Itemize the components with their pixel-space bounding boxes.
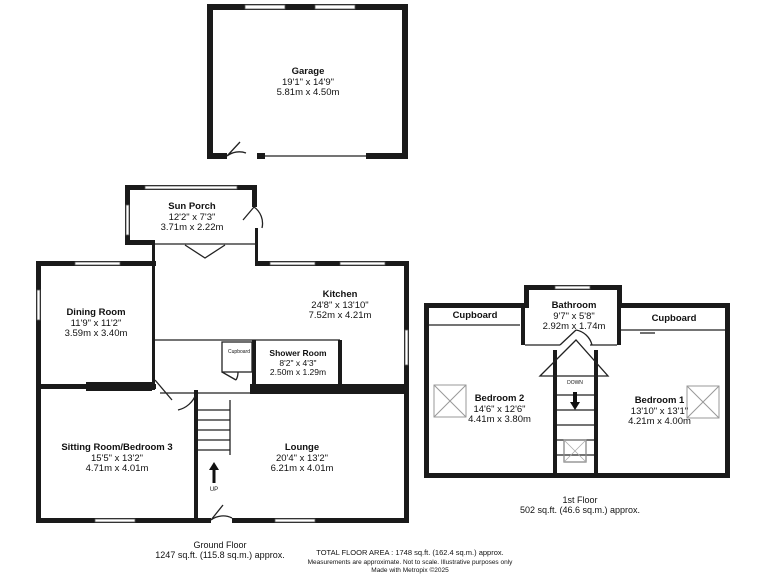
cupboard-ground-label: Cupboard [222,349,256,356]
room-metric: 6.21m x 4.01m [270,463,334,475]
room-imperial: 24'8" x 13'10" [311,299,369,311]
room-metric: 3.71m x 2.22m [160,222,224,234]
room-imperial: 15'5" x 13'2" [90,452,144,464]
disclaimer: Measurements are approximate. Not to sca… [307,559,513,567]
room-name: Shower Room [269,348,327,358]
footer: TOTAL FLOOR AREA : 1748 sq.ft. (162.4 sq… [290,548,530,574]
room-name: Sitting Room/Bedroom 3 [61,442,173,453]
stairs-down-text: DOWN [567,380,583,386]
room-metric: 2.50m x 1.29m [269,367,327,378]
stairs-ground [198,400,231,483]
sitting-room-label: Sitting Room/Bedroom 3 15'5" x 13'2" 4.7… [52,442,182,475]
room-name: Cupboard [452,310,498,321]
ground-floor-walls [36,185,409,523]
room-name: Bedroom 2 [474,393,525,404]
room-metric: 7.52m x 4.21m [308,310,372,322]
cupboard-left-label: Cupboard [432,310,518,322]
ground-floor-caption: Ground Floor 1247 sq.ft. (115.8 sq.m.) a… [120,540,320,560]
room-imperial: 19'1" x 14'9" [281,76,335,88]
total-floor-area: TOTAL FLOOR AREA : 1748 sq.ft. (162.4 sq… [316,548,504,557]
stairs-up-text: UP [209,487,219,493]
kitchen-label: Kitchen 24'8" x 13'10" 7.52m x 4.21m [290,289,390,322]
room-name: Bedroom 1 [634,395,685,406]
first-floor-walls [424,285,730,478]
room-imperial: 11'9" x 11'2" [70,317,122,329]
dining-room-label: Dining Room 11'9" x 11'2" 3.59m x 3.40m [42,307,150,340]
first-floor-caption: 1st Floor 502 sq.ft. (46.6 sq.m.) approx… [495,495,665,515]
floor-name: Ground Floor [193,540,247,550]
room-imperial: 13'10" x 13'1" [630,405,689,417]
garage-label: Garage 19'1" x 14'9" 5.81m x 4.50m [248,66,368,99]
cupboard-right-label: Cupboard [628,313,720,325]
room-name: Sun Porch [168,201,216,212]
room-name: Dining Room [66,307,126,318]
floor-area: 502 sq.ft. (46.6 sq.m.) approx. [519,505,641,516]
bedroom-1-label: Bedroom 1 13'10" x 13'1" 4.21m x 4.00m [612,395,707,428]
shower-room-label: Shower Room 8'2" x 4'3" 2.50m x 1.29m [257,348,339,378]
bathroom-label: Bathroom 9'7" x 5'8" 2.92m x 1.74m [528,300,620,333]
room-metric: 2.92m x 1.74m [542,321,606,333]
room-imperial: 14'6" x 12'6" [473,403,526,415]
garage-walls [207,4,408,159]
room-metric: 4.41m x 3.80m [468,414,531,426]
lounge-label: Lounge 20'4" x 13'2" 6.21m x 4.01m [252,442,352,475]
room-name: Lounge [284,442,320,453]
room-metric: 5.81m x 4.50m [276,87,340,99]
room-name: Cupboard [651,313,697,324]
floor-area: 1247 sq.ft. (115.8 sq.m.) approx. [155,550,285,561]
stairs-down-label: DOWN [560,380,590,387]
room-name: Bathroom [551,300,597,311]
room-name: Cupboard [228,349,250,355]
bedroom-2-label: Bedroom 2 14'6" x 12'6" 4.41m x 3.80m [452,393,547,426]
room-imperial: 8'2" x 4'3" [279,357,317,368]
credit: Made with Metropix ©2025 [371,566,449,574]
room-imperial: 20'4" x 13'2" [275,452,329,464]
room-imperial: 9'7" x 5'8" [553,310,595,322]
room-metric: 3.59m x 3.40m [64,328,128,340]
floor-name: 1st Floor [562,495,598,505]
sun-porch-label: Sun Porch 12'2" x 7'3" 3.71m x 2.22m [133,201,251,234]
room-metric: 4.71m x 4.01m [85,463,149,475]
room-imperial: 12'2" x 7'3" [168,211,216,223]
room-metric: 4.21m x 4.00m [628,416,691,428]
stairs-up-label: UP [204,487,224,494]
room-name: Garage [291,66,325,77]
room-name: Kitchen [322,289,358,300]
